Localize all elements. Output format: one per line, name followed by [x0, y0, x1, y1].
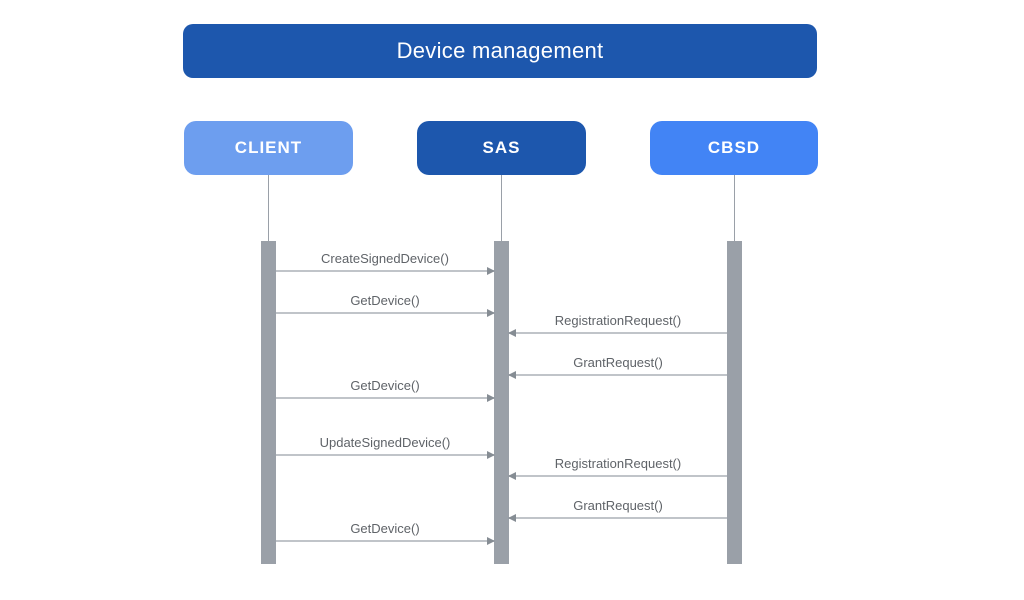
actor-client-label: CLIENT: [234, 138, 303, 157]
actor-client: CLIENT: [184, 121, 353, 175]
arrowhead-icon: [487, 451, 495, 459]
message-update-signed-device: UpdateSignedDevice(): [276, 435, 495, 459]
actor-sas-label: SAS: [482, 138, 521, 157]
arrowhead-icon: [508, 514, 516, 522]
message-registration-request-1: RegistrationRequest(): [508, 313, 727, 337]
arrow-left-icon: [508, 472, 727, 480]
arrow-right-icon: [276, 267, 495, 275]
activation-bar-client: [261, 241, 276, 564]
actor-cbsd: CBSD: [650, 121, 818, 175]
message-registration-request-2: RegistrationRequest(): [508, 456, 727, 480]
lifeline-sas: [501, 175, 502, 241]
diagram-title: Device management: [183, 24, 817, 78]
message-create-signed-device: CreateSignedDevice(): [276, 251, 495, 275]
arrowhead-icon: [508, 371, 516, 379]
activation-bar-sas: [494, 241, 509, 564]
arrow-right-icon: [276, 394, 495, 402]
lifeline-cbsd: [734, 175, 735, 241]
message-label: GrantRequest(): [573, 355, 663, 370]
message-get-device-3: GetDevice(): [276, 521, 495, 545]
arrowhead-icon: [487, 537, 495, 545]
arrow-left-icon: [508, 514, 727, 522]
message-get-device-1: GetDevice(): [276, 293, 495, 317]
arrowhead-icon: [508, 329, 516, 337]
arrowhead-icon: [487, 309, 495, 317]
arrowhead-icon: [487, 267, 495, 275]
message-grant-request-1: GrantRequest(): [508, 355, 727, 379]
arrow-right-icon: [276, 537, 495, 545]
arrow-left-icon: [508, 329, 727, 337]
message-label: GetDevice(): [350, 293, 420, 308]
arrow-right-icon: [276, 451, 495, 459]
message-get-device-2: GetDevice(): [276, 378, 495, 402]
arrowhead-icon: [487, 394, 495, 402]
actor-sas: SAS: [417, 121, 586, 175]
arrowhead-icon: [508, 472, 516, 480]
message-grant-request-2: GrantRequest(): [508, 498, 727, 522]
message-label: GrantRequest(): [573, 498, 663, 513]
message-label: GetDevice(): [350, 521, 420, 536]
message-label: CreateSignedDevice(): [321, 251, 449, 266]
diagram-title-label: Device management: [396, 38, 604, 63]
message-label: RegistrationRequest(): [554, 313, 682, 328]
arrow-right-icon: [276, 309, 495, 317]
message-label: RegistrationRequest(): [554, 456, 682, 471]
lifeline-client: [268, 175, 269, 241]
actor-cbsd-label: CBSD: [707, 138, 761, 157]
message-label: UpdateSignedDevice(): [319, 435, 451, 450]
message-label: GetDevice(): [350, 378, 420, 393]
arrow-left-icon: [508, 371, 727, 379]
activation-bar-cbsd: [727, 241, 742, 564]
